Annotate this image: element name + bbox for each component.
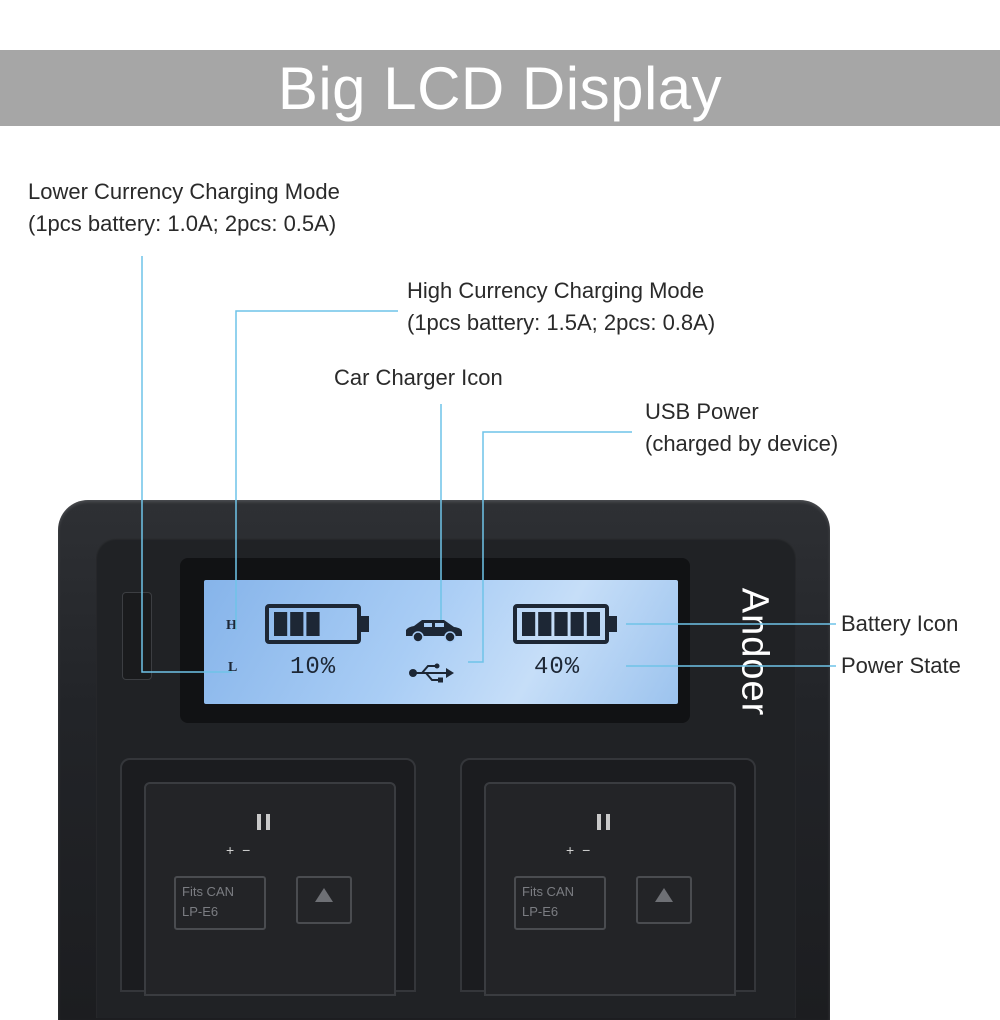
bay-contacts <box>257 814 275 835</box>
bay-contacts <box>597 814 615 835</box>
lcd-mode-low: L <box>228 660 238 675</box>
battery-bay-left: + − Fits CAN LP-E6 <box>120 758 416 996</box>
callout-car-charger: Car Charger Icon <box>334 362 503 394</box>
callout-high-mode-detail: (1pcs battery: 1.5A; 2pcs: 0.8A) <box>407 310 716 335</box>
callout-usb-power-title: USB Power <box>645 399 759 424</box>
callout-lower-mode: Lower Currency Charging Mode (1pcs batte… <box>28 176 340 240</box>
right-percent: 40% <box>534 654 581 681</box>
bay-fit-label-line2: LP-E6 <box>182 904 219 919</box>
lcd-frame: H L 10% 40% <box>180 558 690 723</box>
callout-usb-power-detail: (charged by device) <box>645 431 839 456</box>
bay-fit-label-line1: Fits CAN <box>522 884 574 899</box>
bay-fit-label: Fits CAN LP-E6 <box>514 876 606 930</box>
bay-fit-label-line2: LP-E6 <box>522 904 559 919</box>
left-battery-icon <box>265 604 369 644</box>
bay-polarity: + − <box>226 842 253 858</box>
callout-lower-mode-detail: (1pcs battery: 1.0A; 2pcs: 0.5A) <box>28 211 337 236</box>
charger-device: H L 10% 40% <box>58 500 830 1020</box>
left-battery-bar <box>290 612 304 636</box>
lcd-screen: H L 10% 40% <box>204 580 678 704</box>
callout-battery-icon: Battery Icon <box>841 608 958 640</box>
left-percent: 10% <box>290 654 337 681</box>
callout-battery-icon-title: Battery Icon <box>841 611 959 636</box>
bay-plate: + − Fits CAN LP-E6 <box>144 782 396 996</box>
right-battery-bar <box>522 612 536 636</box>
callout-high-mode-title: High Currency Charging Mode <box>407 278 705 303</box>
left-battery-bar <box>306 612 320 636</box>
brand-logo: Andoer <box>724 572 784 732</box>
arrow-up-icon <box>296 876 352 924</box>
callout-high-mode: High Currency Charging Mode (1pcs batter… <box>407 275 715 339</box>
callout-power-state-title: Power State <box>841 653 961 678</box>
bay-fit-label-line1: Fits CAN <box>182 884 234 899</box>
title-banner: Big LCD Display <box>0 50 1000 126</box>
side-button <box>122 592 152 680</box>
right-battery-icon <box>513 604 617 644</box>
right-battery-bar <box>554 612 568 636</box>
right-battery-bar <box>586 612 600 636</box>
car-charger-icon <box>406 620 462 643</box>
arrow-up-icon <box>636 876 692 924</box>
left-battery-bar <box>274 612 288 636</box>
brand-text: Andoer <box>733 587 776 717</box>
right-battery-bar <box>538 612 552 636</box>
bay-fit-label: Fits CAN LP-E6 <box>174 876 266 930</box>
right-battery-bar <box>570 612 584 636</box>
usb-icon <box>409 663 454 683</box>
battery-bay-right: + − Fits CAN LP-E6 <box>460 758 756 996</box>
banner-title: Big LCD Display <box>277 54 723 122</box>
callout-lower-mode-title: Lower Currency Charging Mode <box>28 179 340 204</box>
callout-usb-power: USB Power (charged by device) <box>645 396 838 460</box>
bay-polarity: + − <box>566 842 593 858</box>
callout-car-charger-title: Car Charger Icon <box>334 365 503 390</box>
lcd-mode-high: H <box>226 618 237 633</box>
callout-power-state: Power State <box>841 650 961 682</box>
bay-plate: + − Fits CAN LP-E6 <box>484 782 736 996</box>
